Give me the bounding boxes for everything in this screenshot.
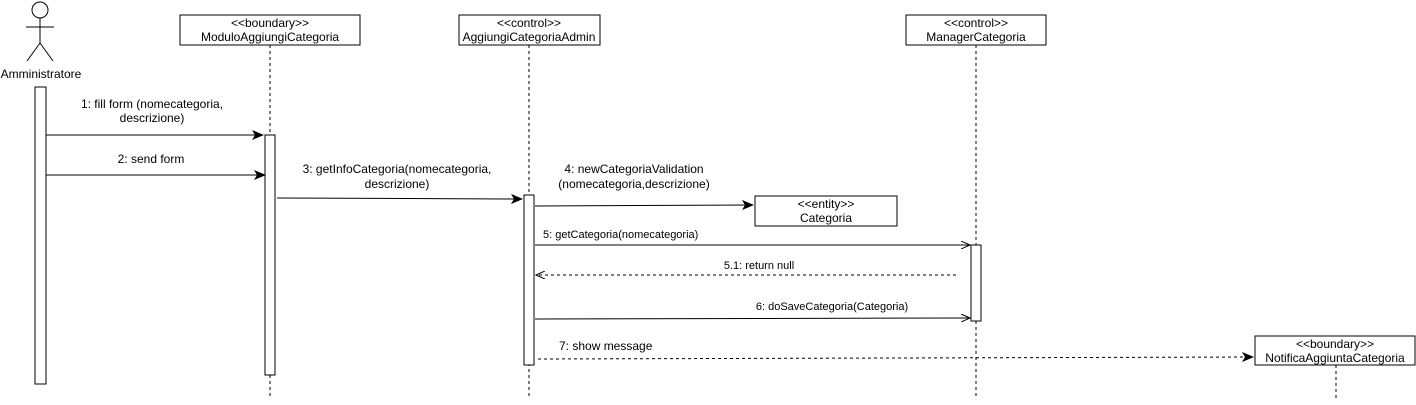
message-label-line: 1: fill form (nomecategoria, xyxy=(81,97,223,111)
actor-activation xyxy=(34,86,47,385)
message-2: 2: send form xyxy=(46,152,266,180)
participant-stereotype: <<boundary>> xyxy=(1296,337,1374,351)
message-3: 3: getInfoCategoria(nomecategoria, descr… xyxy=(276,162,523,204)
participant-name: Categoria xyxy=(800,211,852,225)
message-5: 5: getCategoria(nomecategoria) xyxy=(535,229,970,245)
actor-head-icon xyxy=(31,1,49,19)
participant-manager: <<control>> ManagerCategoria xyxy=(905,14,1047,398)
participant-stereotype: <<entity>> xyxy=(798,197,855,211)
activation-bar xyxy=(970,244,982,322)
message-4: 4: newCategoriaValidation (nomecategoria… xyxy=(534,162,754,211)
message-label-line: 6: doSaveCategoria(Categoria) xyxy=(756,301,908,313)
participant-name: ModuloAggiungiCategoria xyxy=(201,30,339,44)
message-7: 7: show message xyxy=(537,339,1254,363)
message-label-line: descrizione) xyxy=(120,111,185,125)
participant-box xyxy=(1254,335,1416,366)
participant-admin: <<control>> AggiungiCategoriaAdmin xyxy=(458,14,601,398)
message-label-line: 5.1: return null xyxy=(724,260,794,272)
actor-right-leg xyxy=(39,42,54,62)
participant-box xyxy=(905,14,1047,46)
message-label-line: (nomecategoria,descrizione) xyxy=(558,177,709,191)
message-arrow xyxy=(534,318,970,319)
participant-name: ManagerCategoria xyxy=(926,30,1026,44)
participant-box xyxy=(754,195,898,227)
message-arrow xyxy=(537,352,1254,363)
message-label-line: 4: newCategoriaValidation xyxy=(564,162,703,176)
message-label-line: 7: show message xyxy=(559,339,653,353)
message-label-line: 2: send form xyxy=(118,152,185,166)
participant-name: NotificaAggiuntaCategoria xyxy=(1265,351,1405,365)
participant-box xyxy=(179,14,361,46)
message-6: 6: doSaveCategoria(Categoria) xyxy=(534,301,970,319)
participant-stereotype: <<control>> xyxy=(497,16,561,30)
activation-bar xyxy=(523,194,535,366)
actor-amministratore: Amministratore xyxy=(1,1,82,385)
participant-stereotype: <<control>> xyxy=(944,16,1008,30)
actor-left-leg xyxy=(26,42,41,62)
message-arrow xyxy=(534,200,754,211)
message-1: 1: fill form (nomecategoria, descrizione… xyxy=(46,97,264,140)
participant-modulo: <<boundary>> ModuloAggiungiCategoria xyxy=(179,14,361,398)
participant-categoria: <<entity>> Categoria xyxy=(754,195,898,227)
participant-stereotype: <<boundary>> xyxy=(231,16,309,30)
message-label-line: descrizione) xyxy=(365,177,430,191)
actor-name: Amministratore xyxy=(1,67,82,81)
message-label-line: 3: getInfoCategoria(nomecategoria, xyxy=(303,162,492,176)
activation-bar xyxy=(264,134,276,376)
message-5-1: 5.1: return null xyxy=(536,260,956,275)
message-label-line: 5: getCategoria(nomecategoria) xyxy=(543,229,698,241)
participant-notifica: <<boundary>> NotificaAggiuntaCategoria xyxy=(1254,335,1416,398)
participant-name: AggiungiCategoriaAdmin xyxy=(463,30,596,44)
message-arrow xyxy=(276,193,523,204)
